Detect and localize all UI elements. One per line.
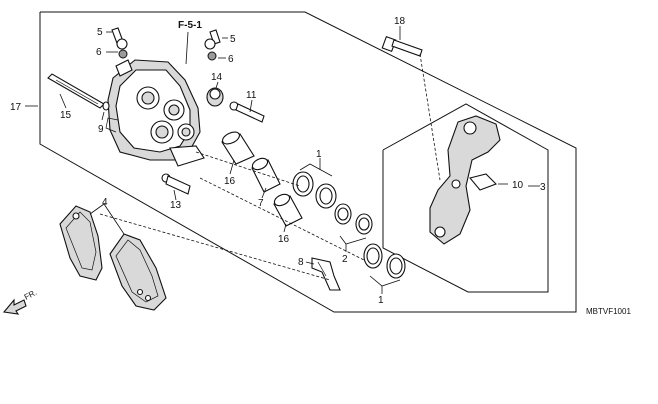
leader-lines — [25, 26, 540, 294]
alignment-lines — [99, 53, 441, 281]
bleeder-cap-left — [118, 49, 128, 59]
section-reference: F-5-1 — [178, 20, 202, 31]
callout-2: 2 — [342, 254, 348, 265]
bracket-frame — [382, 103, 549, 293]
brake-pad-front — [59, 205, 103, 281]
pad-pin — [47, 73, 110, 111]
callout-17: 17 — [10, 102, 22, 113]
slide-pin — [229, 101, 265, 123]
direction-label: FR. — [23, 288, 39, 302]
pad-spring — [311, 257, 341, 291]
pin-bolt — [161, 173, 191, 195]
boot-lower — [273, 193, 303, 227]
callout-13: 13 — [170, 200, 182, 211]
brake-pad-rear — [109, 233, 167, 311]
front-direction-arrow: FR. — [2, 288, 39, 315]
diagram-code: MBTVF1001 — [586, 307, 631, 316]
callout-5-left: 5 — [97, 27, 103, 38]
piston-seal-set-middle — [334, 203, 373, 235]
bleeder-screw-right — [204, 29, 221, 50]
callout-10: 10 — [512, 180, 524, 191]
callout-1-upper: 1 — [316, 149, 322, 160]
callout-11: 11 — [246, 90, 257, 101]
callout-14: 14 — [211, 72, 223, 83]
boot-upper — [221, 131, 255, 165]
bleeder-cap-right — [207, 51, 217, 61]
plug — [206, 87, 224, 107]
caliper-body — [105, 59, 205, 167]
callout-4: 4 — [102, 197, 108, 208]
callout-3: 3 — [540, 182, 546, 193]
bleeder-screw-left — [111, 27, 128, 50]
callout-6-right: 6 — [228, 54, 234, 65]
callout-6-left: 6 — [96, 47, 102, 58]
callout-9: 9 — [98, 124, 104, 135]
callout-1-lower: 1 — [378, 295, 384, 306]
mounting-bolt — [381, 35, 423, 57]
piston-seal-set-lower — [363, 243, 406, 279]
caliper-bracket — [429, 115, 501, 245]
callout-5-right: 5 — [230, 34, 236, 45]
callout-16-lower: 16 — [278, 234, 290, 245]
callout-15: 15 — [60, 110, 72, 121]
callout-7: 7 — [258, 198, 264, 209]
callout-18: 18 — [394, 16, 406, 27]
pad-retainer — [469, 173, 497, 191]
callout-8: 8 — [298, 257, 304, 268]
piston-boot — [251, 157, 281, 193]
callout-16-upper: 16 — [224, 176, 236, 187]
piston-seal-set-upper — [292, 171, 337, 209]
assembly-frame — [39, 11, 577, 313]
